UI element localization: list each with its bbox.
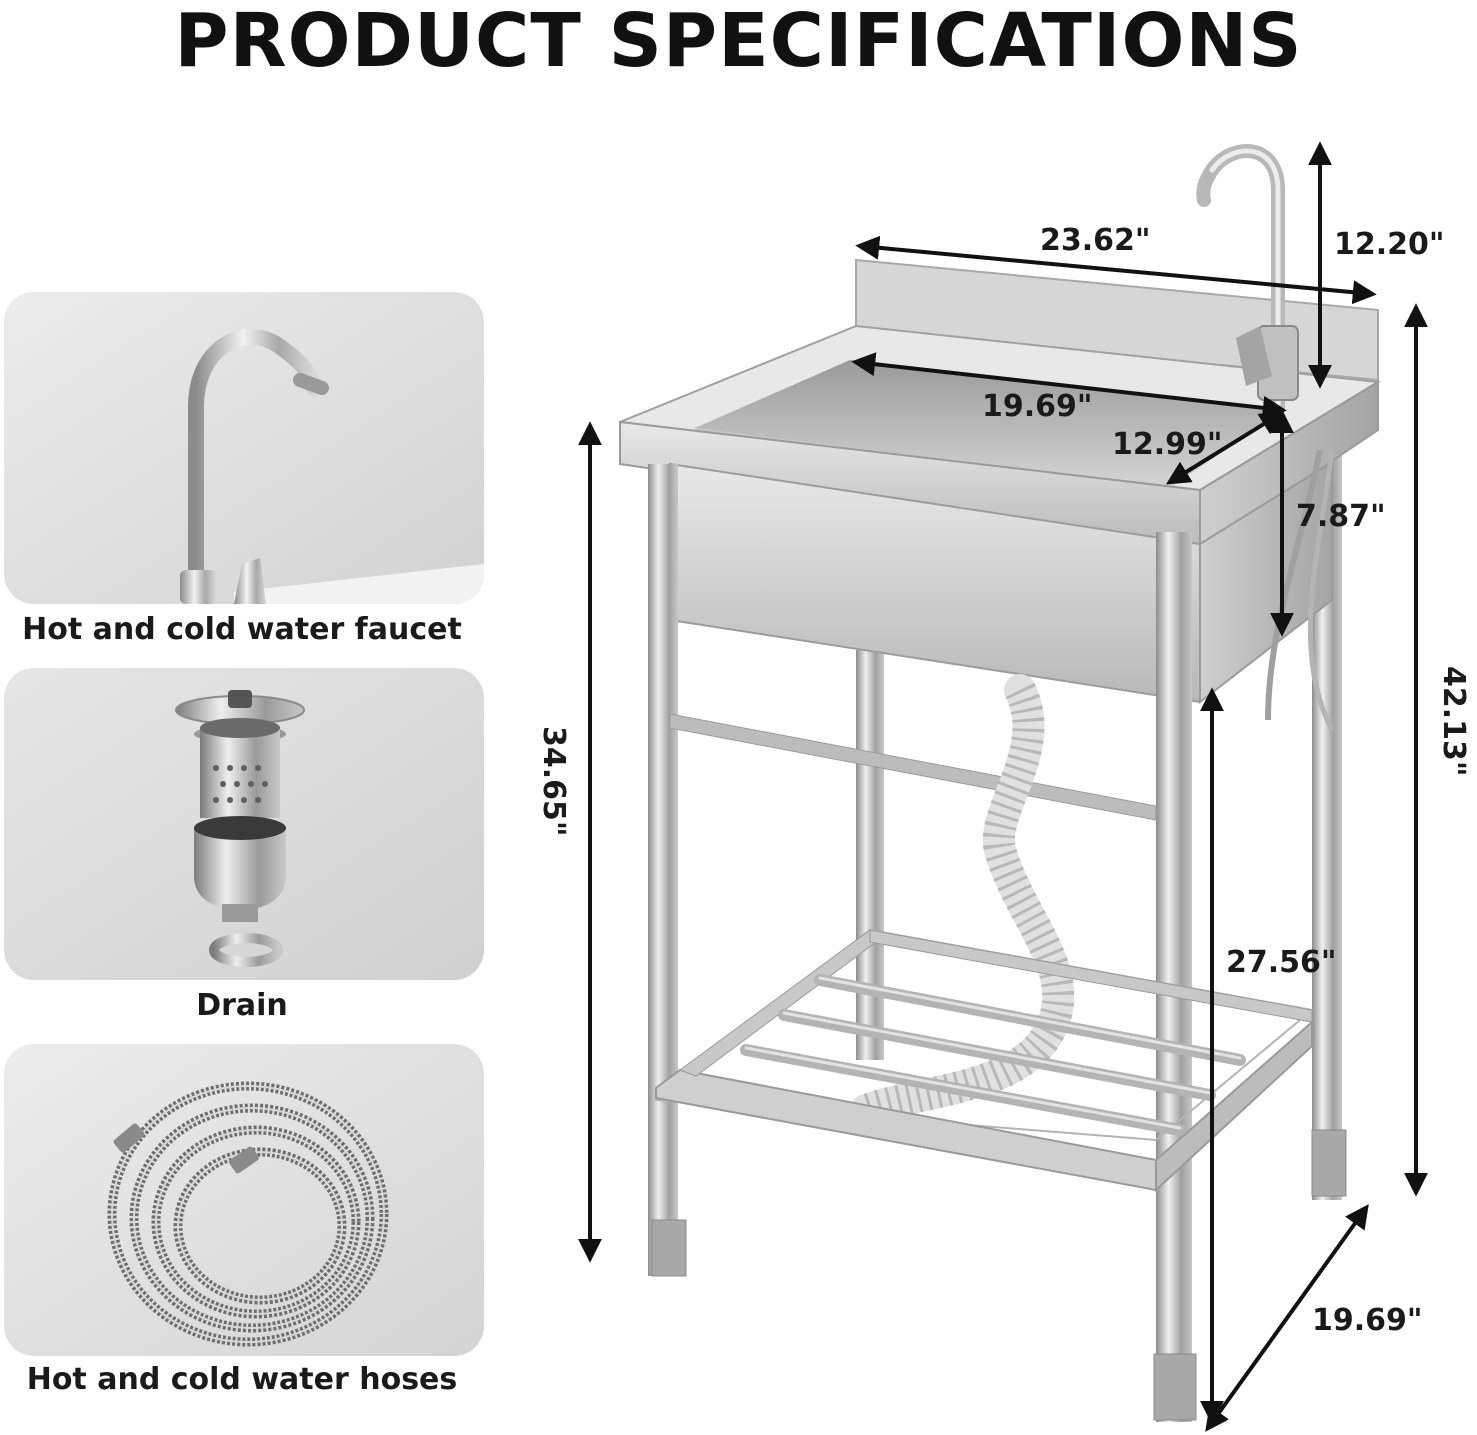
dim-line-basin-depth [1165,411,1285,485]
dim-line-overall-depth [1205,1204,1369,1432]
dim-line-overall-width [855,235,1377,305]
dim-basin-width: 19.69" [982,389,1093,424]
faucet-card [4,292,484,604]
crossbar [669,713,1157,821]
front-left-leg [648,464,678,1276]
hoses-label: Hot and cold water hoses [26,1362,458,1397]
page-title: PRODUCT SPECIFICATIONS [174,0,1303,84]
dim-faucet-height: 12.20" [1334,227,1445,262]
dim-counter-height: 34.65" [536,726,571,837]
faucet-label: Hot and cold water faucet [22,612,462,647]
sink-diagram: 23.62" 12.20" 19.69" 12.99" 7.87" 27.56"… [536,141,1471,1432]
dim-basin-height: 7.87" [1296,499,1386,534]
hose-icon [4,1044,484,1356]
back-left-leg [856,650,884,1060]
drain-card [4,668,484,980]
dim-basin-bottom-height: 27.56" [1226,945,1337,980]
dim-overall-depth: 19.69" [1312,1303,1423,1338]
sink-basin [695,360,1280,488]
drain-icon [4,668,484,980]
dim-line-basin-width [851,352,1287,420]
faucet-icon [4,292,484,604]
shelf-slats [740,974,1246,1136]
dim-basin-depth: 12.99" [1112,427,1223,462]
front-right-leg [1156,532,1192,1422]
dim-overall-height: 42.13" [1436,666,1471,777]
drain-label: Drain [196,988,288,1023]
dim-overall-width: 23.62" [1040,223,1151,258]
hose-card [4,1044,484,1356]
